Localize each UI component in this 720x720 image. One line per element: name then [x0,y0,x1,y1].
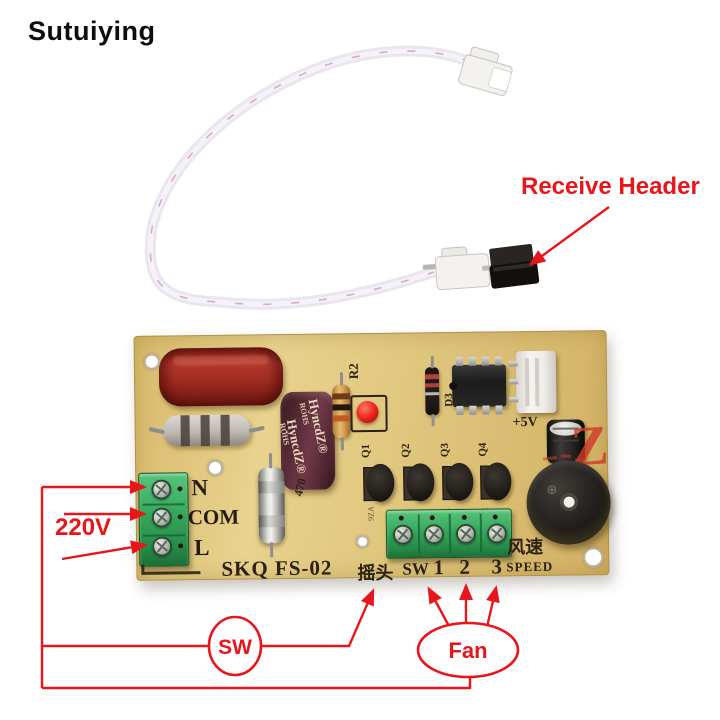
cable-highlight [147,48,473,307]
cable-wire [144,45,476,310]
cable-plug-white-bottom [422,246,491,291]
receive-header-connector [482,243,540,289]
voltage-label: 220V [55,514,112,541]
cable-stripe [149,50,471,306]
brand-logo-text: Sutuiying [28,16,156,46]
plug-pin [422,263,438,270]
cable-plug-white-top [458,46,513,96]
receive-header-label: Receive Header [521,173,700,200]
